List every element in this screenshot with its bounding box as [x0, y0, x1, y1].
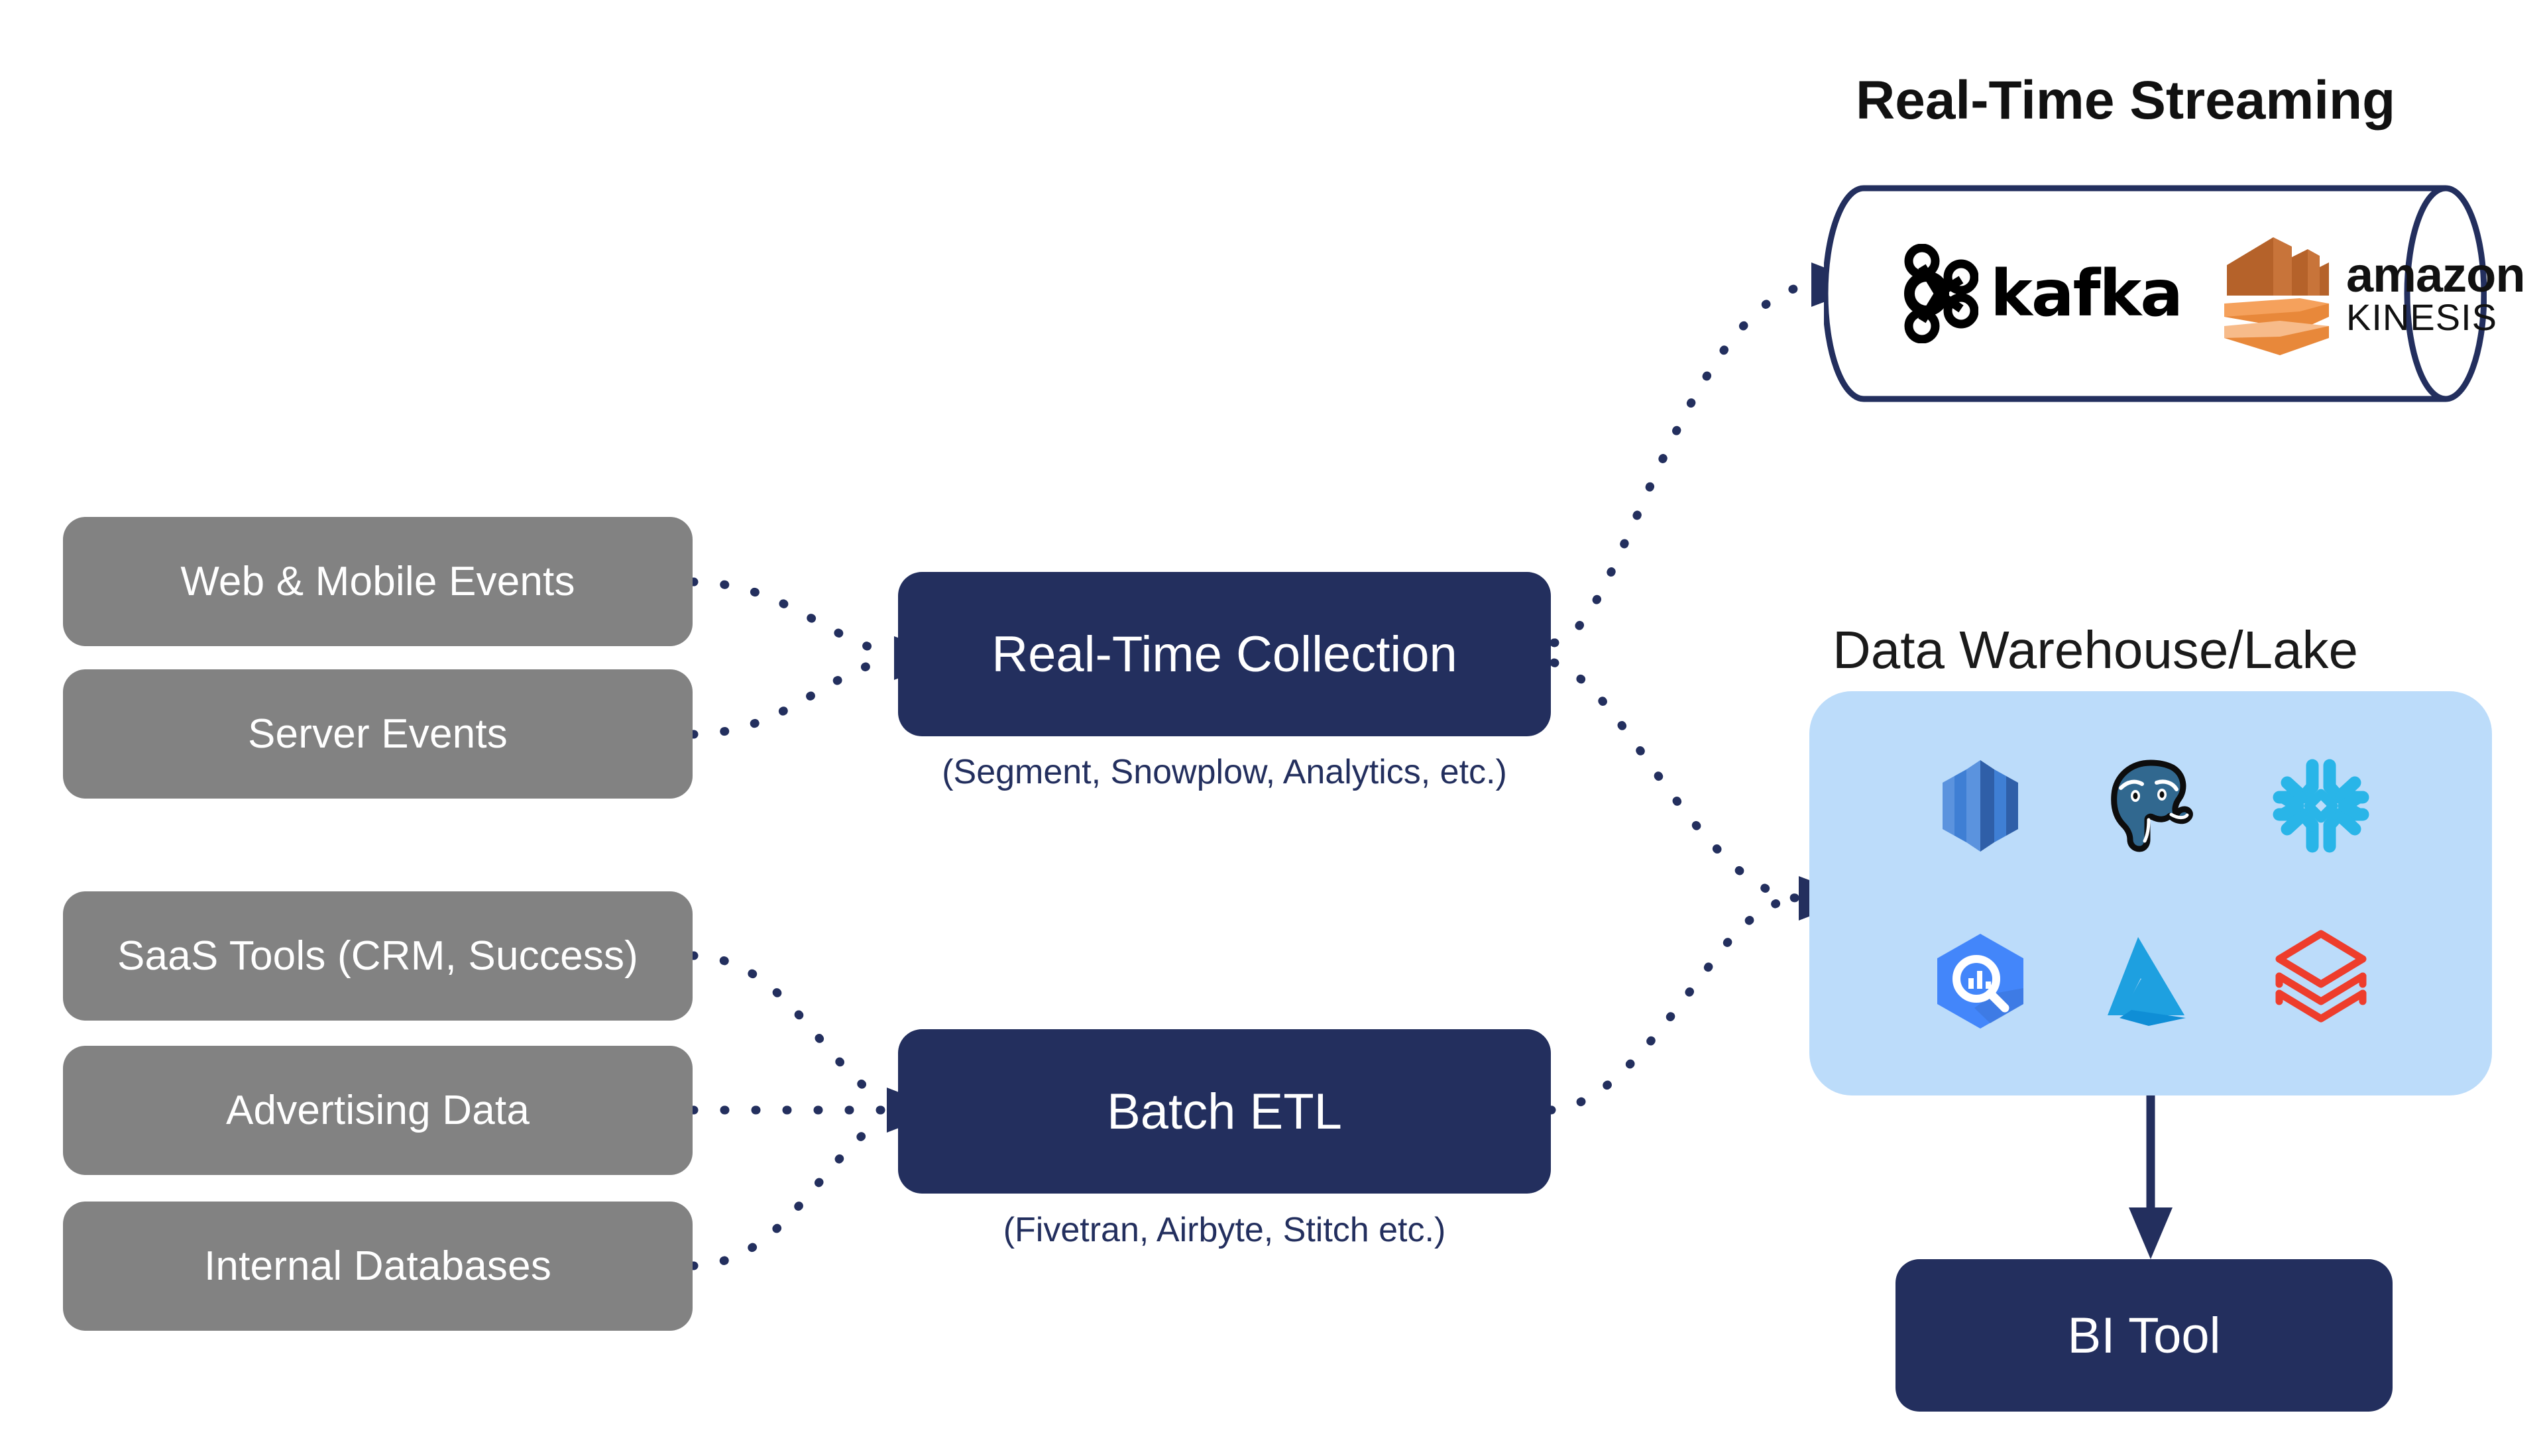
kinesis-text: KINESIS	[2346, 296, 2497, 338]
microsoft-azure-logo	[2101, 932, 2200, 1031]
source-label: Internal Databases	[203, 1243, 552, 1289]
flow-server-to-rtc	[689, 655, 893, 739]
snowflake-icon	[2273, 759, 2369, 852]
realtime-collection-caption: (Segment, Snowplow, Analytics, etc.)	[942, 753, 1507, 791]
kafka-mark-icon	[1904, 244, 1978, 343]
source-label: SaaS Tools (CRM, Success)	[117, 933, 638, 979]
flow-saas-to-etl	[689, 951, 886, 1105]
azure-icon	[2107, 936, 2186, 1026]
kafka-wordmark: kafka	[1990, 256, 2183, 331]
databricks-logo	[2271, 930, 2371, 1031]
real-time-streaming-cylinder: kafka ama	[1824, 184, 2526, 403]
flow-rtc-to-warehouse	[1550, 658, 1807, 903]
postgresql-logo	[2101, 756, 2200, 856]
source-box-server-events[interactable]: Server Events	[63, 669, 693, 799]
source-box-advertising-data[interactable]: Advertising Data	[63, 1046, 693, 1175]
cylinder-shape	[1824, 185, 2487, 402]
amazon-kinesis-logo: amazon KINESIS	[2220, 231, 2526, 357]
source-label: Server Events	[248, 711, 508, 757]
amazon-text: amazon	[2346, 247, 2526, 303]
amazon-kinesis-wordmark: amazon KINESIS	[2346, 247, 2526, 338]
warehouse-logo-grid	[1809, 691, 2492, 1095]
process-label: Batch ETL	[1107, 1083, 1342, 1140]
flow-web-to-rtc	[689, 577, 893, 657]
amazon-redshift-logo	[1931, 756, 2030, 856]
redshift-icon	[1943, 759, 2019, 852]
kafka-logo: kafka	[1900, 244, 2183, 343]
snowflake-logo	[2271, 756, 2371, 856]
process-label: BI Tool	[2067, 1307, 2221, 1364]
process-box-realtime-collection[interactable]: Real-Time Collection	[898, 572, 1551, 736]
flow-etl-to-warehouse	[1546, 893, 1807, 1115]
data-warehouse-panel	[1809, 691, 2492, 1095]
kinesis-mark-icon	[2224, 237, 2330, 355]
real-time-streaming-title: Real-Time Streaming	[1856, 70, 2396, 131]
process-box-batch-etl[interactable]: Batch ETL	[898, 1029, 1551, 1194]
source-label: Web & Mobile Events	[180, 559, 575, 604]
flow-warehouse-to-bi	[2129, 1095, 2173, 1259]
process-label: Real-Time Collection	[991, 626, 1457, 683]
google-bigquery-logo	[1931, 932, 2030, 1031]
postgres-elephant-icon	[2111, 759, 2193, 852]
process-box-bi-tool[interactable]: BI Tool	[1895, 1259, 2393, 1412]
arrowhead-bi	[2129, 1207, 2173, 1259]
data-warehouse-title: Data Warehouse/Lake	[1833, 620, 2359, 679]
batch-etl-caption: (Fivetran, Airbyte, Stitch etc.)	[1003, 1211, 1446, 1249]
source-box-saas-tools[interactable]: SaaS Tools (CRM, Success)	[63, 891, 693, 1021]
flow-rtc-to-streaming	[1550, 280, 1821, 647]
flow-db-to-etl	[689, 1115, 886, 1270]
source-label: Advertising Data	[225, 1088, 530, 1133]
bigquery-icon	[1937, 934, 2024, 1029]
source-box-web-mobile-events[interactable]: Web & Mobile Events	[63, 517, 693, 646]
source-box-internal-databases[interactable]: Internal Databases	[63, 1202, 693, 1331]
streaming-logos-row: kafka ama	[1824, 184, 2526, 403]
databricks-icon	[2275, 930, 2367, 1022]
